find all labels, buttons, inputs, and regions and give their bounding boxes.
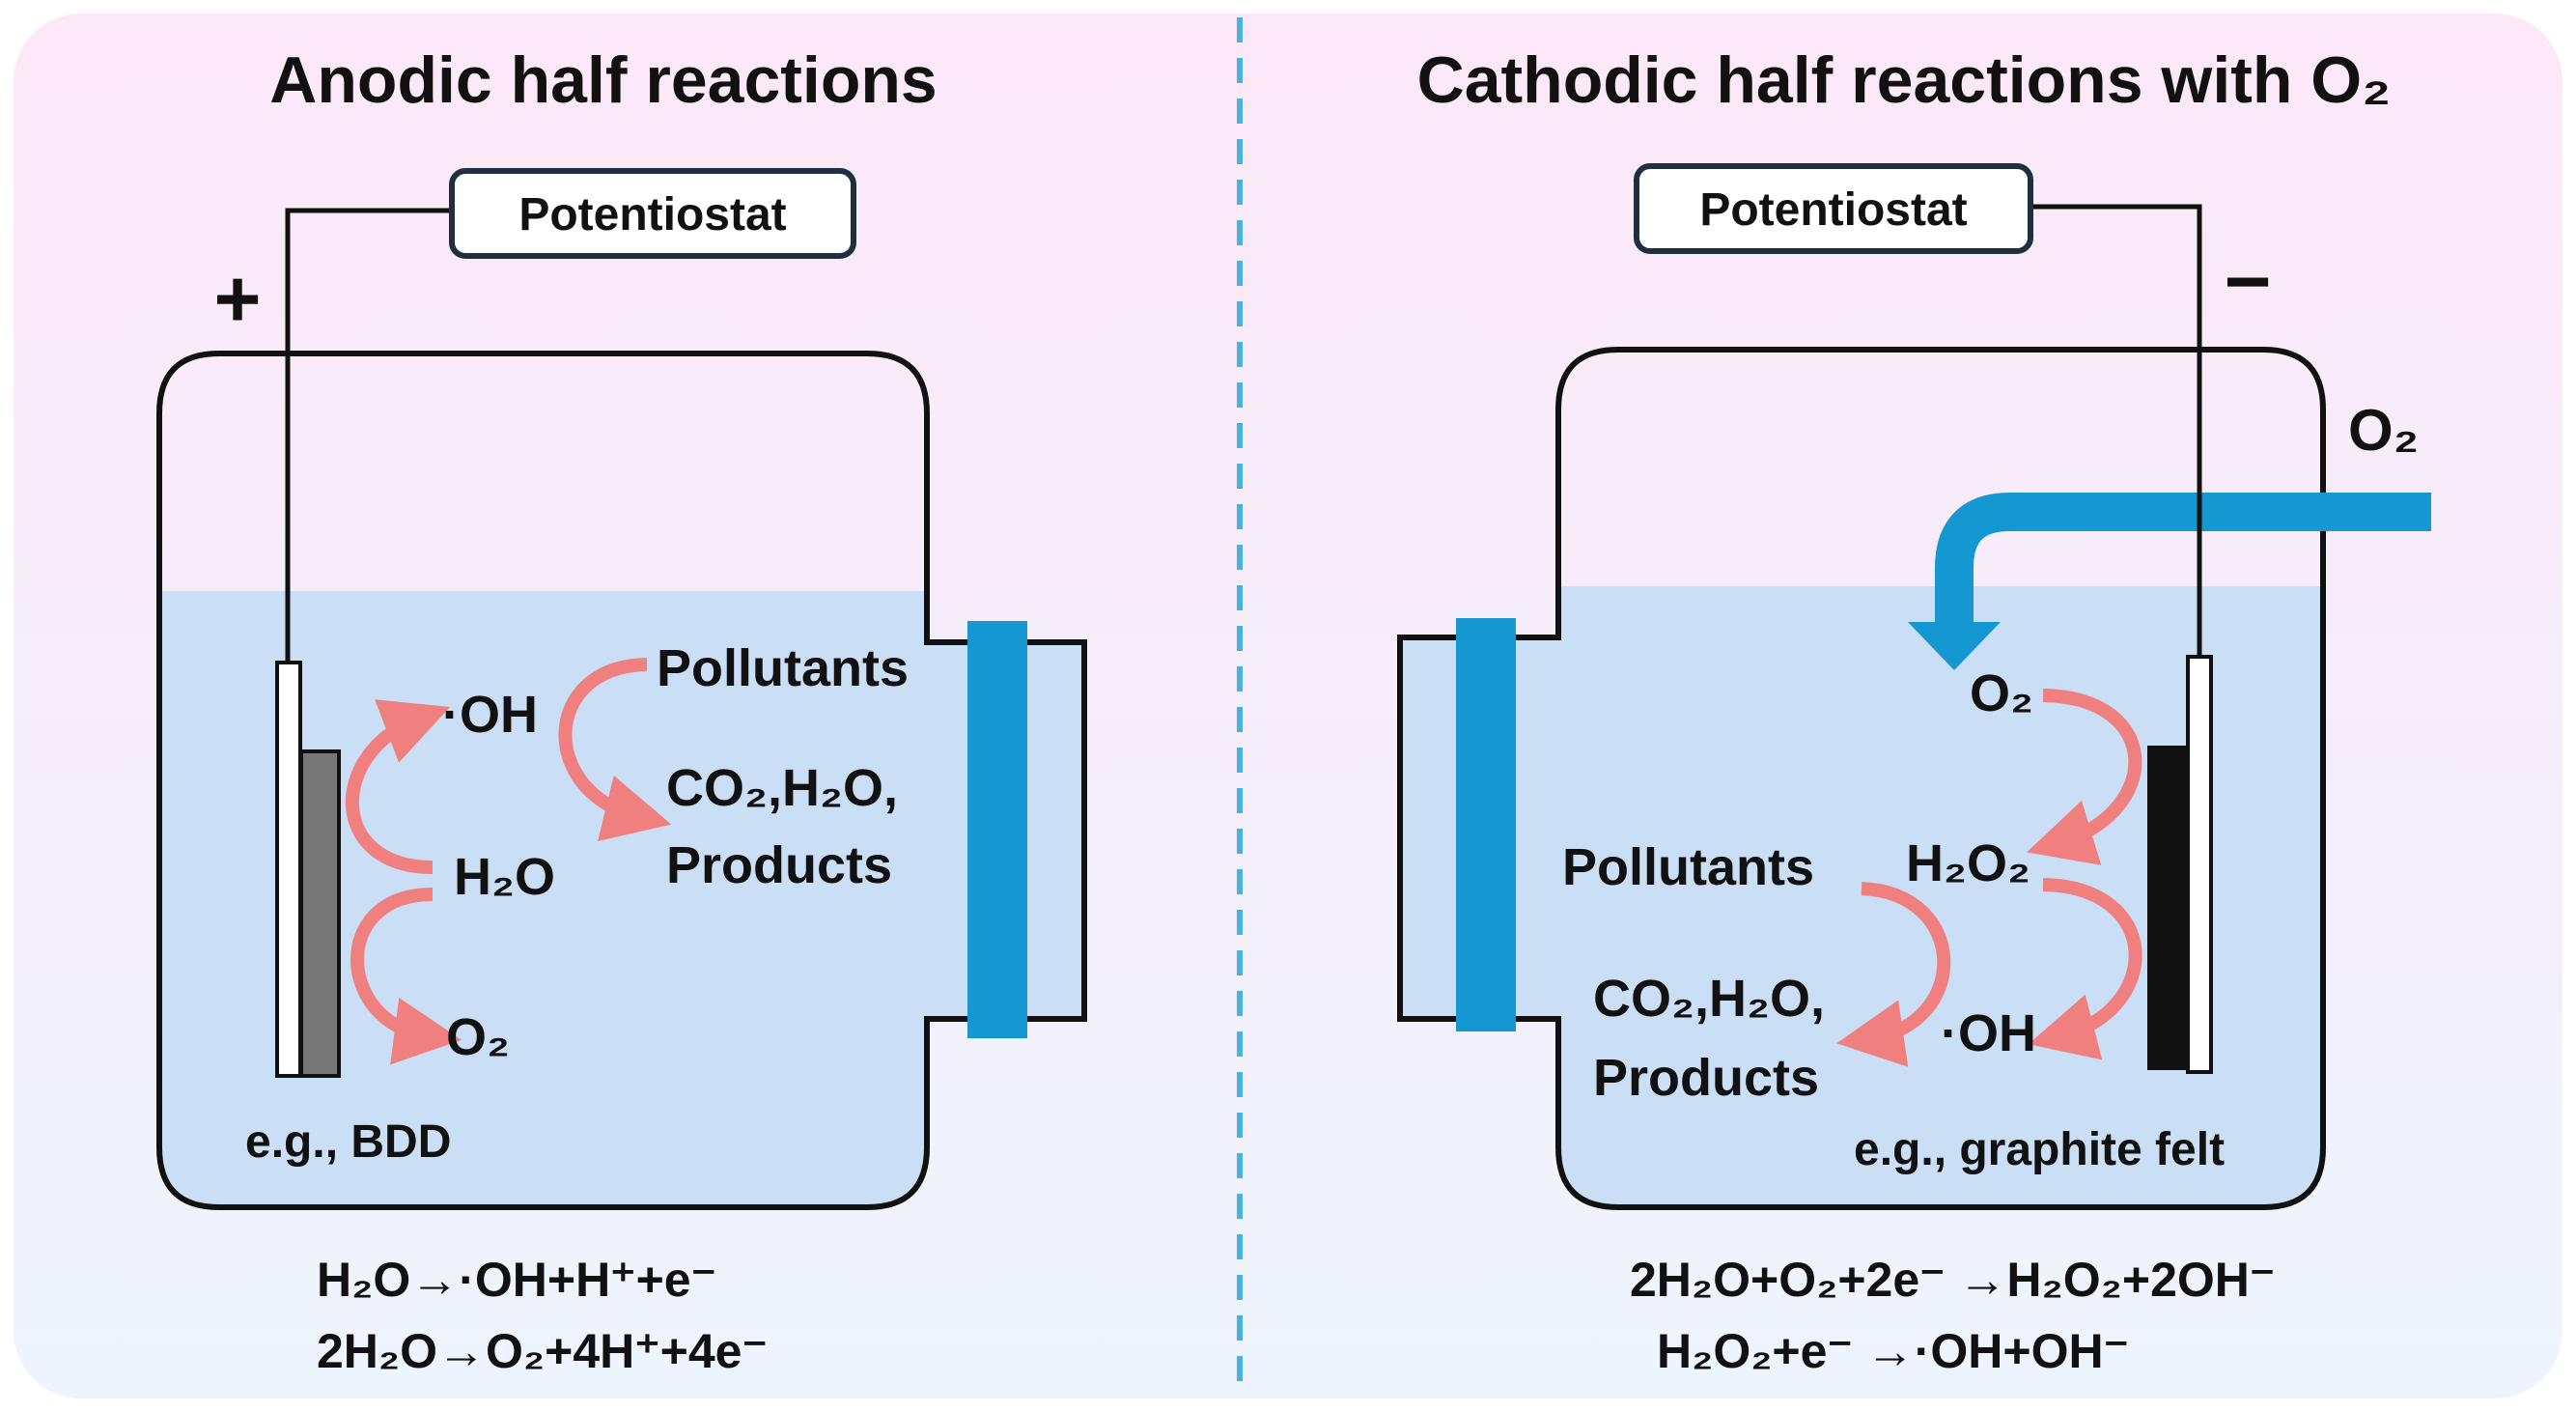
cathode-title: Cathodic half reactions with O₂ xyxy=(1417,43,2392,117)
o2-inlet-tube xyxy=(1935,493,2431,624)
cathode-arrow-o2-to-h2o2 xyxy=(2027,689,2142,865)
cathode-membrane xyxy=(1456,618,1516,1031)
cathode-products-line2: Products xyxy=(1593,1049,1819,1107)
cathode-electrode-note: e.g., graphite felt xyxy=(1854,1124,2225,1175)
anode-electrode-support xyxy=(275,661,302,1078)
anode-panel: Anodic half reactions Potentiostat + ·OH… xyxy=(156,43,1087,1378)
anode-equation-1: H₂O→·OH+H⁺+e⁻ xyxy=(317,1253,716,1307)
anode-title: Anodic half reactions xyxy=(269,43,937,117)
anode-arrow-h2o-to-oh xyxy=(345,699,451,874)
anode-sign: + xyxy=(213,253,261,344)
anode-wire xyxy=(285,208,452,664)
cathode-cell xyxy=(1397,347,2326,1210)
anode-potentiostat-box xyxy=(449,168,856,259)
cathode-oh-label: ·OH xyxy=(1941,1004,2036,1062)
cathode-potentiostat-label: Potentiostat xyxy=(1699,184,1967,236)
anode-potentiostat-label: Potentiostat xyxy=(518,189,786,240)
anode-electrode-note: e.g., BDD xyxy=(245,1116,451,1168)
anode-cell xyxy=(156,351,1087,1210)
cathode-arrow-pollutants-to-products xyxy=(1835,882,1951,1067)
anode-equation-2: 2H₂O→O₂+4H⁺+4e⁻ xyxy=(317,1324,768,1378)
cathode-potentiostat-box xyxy=(1634,163,2033,254)
cathode-wire xyxy=(2031,204,2202,659)
o2-inlet-arrowhead xyxy=(1908,622,2001,670)
cathode-electrode xyxy=(2147,746,2187,1070)
cathode-equation-1: 2H₂O+O₂+2e⁻ →H₂O₂+2OH⁻ xyxy=(1630,1253,2275,1307)
anode-membrane xyxy=(967,621,1027,1038)
anode-h2o-label: H₂O xyxy=(454,848,555,906)
anode-products-line1: CO₂,H₂O, xyxy=(666,759,898,817)
cathode-pollutants-label: Pollutants xyxy=(1562,838,1814,896)
anode-arrow-pollutants-to-products xyxy=(558,658,672,841)
cathode-h2o2-label: H₂O₂ xyxy=(1906,834,2030,892)
anode-arrow-h2o-to-o2 xyxy=(350,888,462,1065)
anode-oh-label: ·OH xyxy=(442,686,538,744)
cathode-products-line1: CO₂,H₂O, xyxy=(1593,970,1825,1028)
cathode-equation-2: H₂O₂+e⁻ →·OH+OH⁻ xyxy=(1657,1324,2129,1378)
anode-electrode xyxy=(299,749,341,1078)
cathode-sign: − xyxy=(2224,236,2271,326)
o2-inlet-label: O₂ xyxy=(2348,398,2419,463)
anode-o2-label: O₂ xyxy=(446,1008,510,1066)
cathode-o2-label: O₂ xyxy=(1970,664,2033,722)
anode-products-line2: Products xyxy=(666,836,892,894)
anode-pollutants-label: Pollutants xyxy=(657,639,909,697)
cathode-electrode-support xyxy=(2186,655,2213,1074)
cathode-arrow-h2o2-to-oh xyxy=(2028,878,2142,1060)
cathode-panel: Cathodic half reactions with O₂ O₂ Poten… xyxy=(1397,43,2431,1378)
